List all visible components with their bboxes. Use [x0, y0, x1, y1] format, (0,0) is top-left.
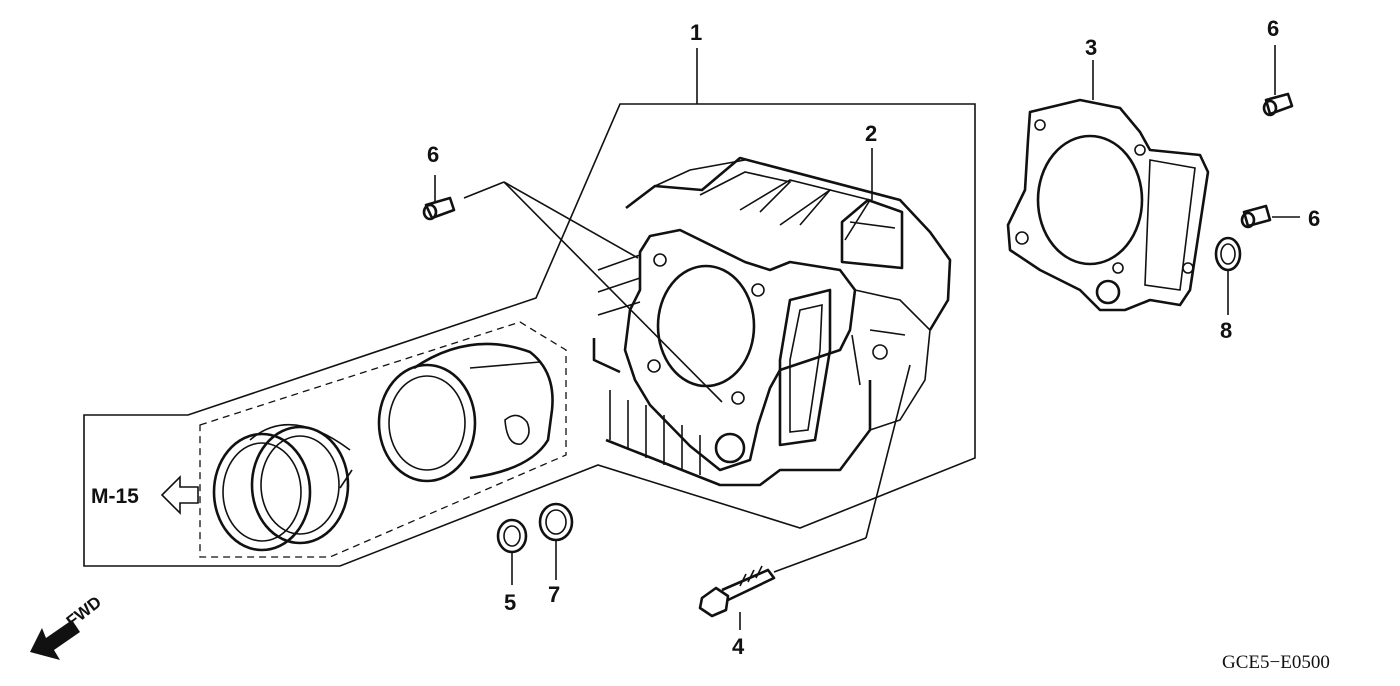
callout-8: 8 [1220, 318, 1232, 343]
direction-label: FWD [63, 592, 105, 631]
callout-6-left: 6 [427, 142, 439, 167]
forward-arrow-icon [30, 620, 80, 660]
assembly-outline [83, 48, 976, 567]
callout-6-top-right: 6 [1267, 16, 1279, 41]
reference-label: M-15 [91, 485, 139, 508]
callout-1: 1 [690, 20, 702, 45]
callout-3: 3 [1085, 35, 1097, 60]
piston-rings [212, 423, 353, 552]
washer-5 [496, 518, 528, 585]
callout-2: 2 [865, 121, 877, 146]
cylinder-gasket [1006, 60, 1210, 312]
piston [377, 342, 554, 483]
washer-7 [538, 502, 574, 580]
dowel-pin-top-right [1262, 45, 1294, 117]
callout-5: 5 [504, 590, 516, 615]
callout-4: 4 [732, 634, 745, 659]
dowel-pin-left [422, 175, 723, 403]
reference-arrow-icon [160, 475, 199, 515]
callout-6-right: 6 [1308, 206, 1320, 231]
cylinder [592, 156, 952, 487]
o-ring-8 [1214, 236, 1242, 315]
piston-kit [160, 321, 567, 558]
bolt [698, 364, 911, 630]
diagram-code: GCE5−E0500 [1222, 652, 1330, 673]
callout-7: 7 [548, 582, 560, 607]
dowel-pin-right [1240, 204, 1300, 229]
